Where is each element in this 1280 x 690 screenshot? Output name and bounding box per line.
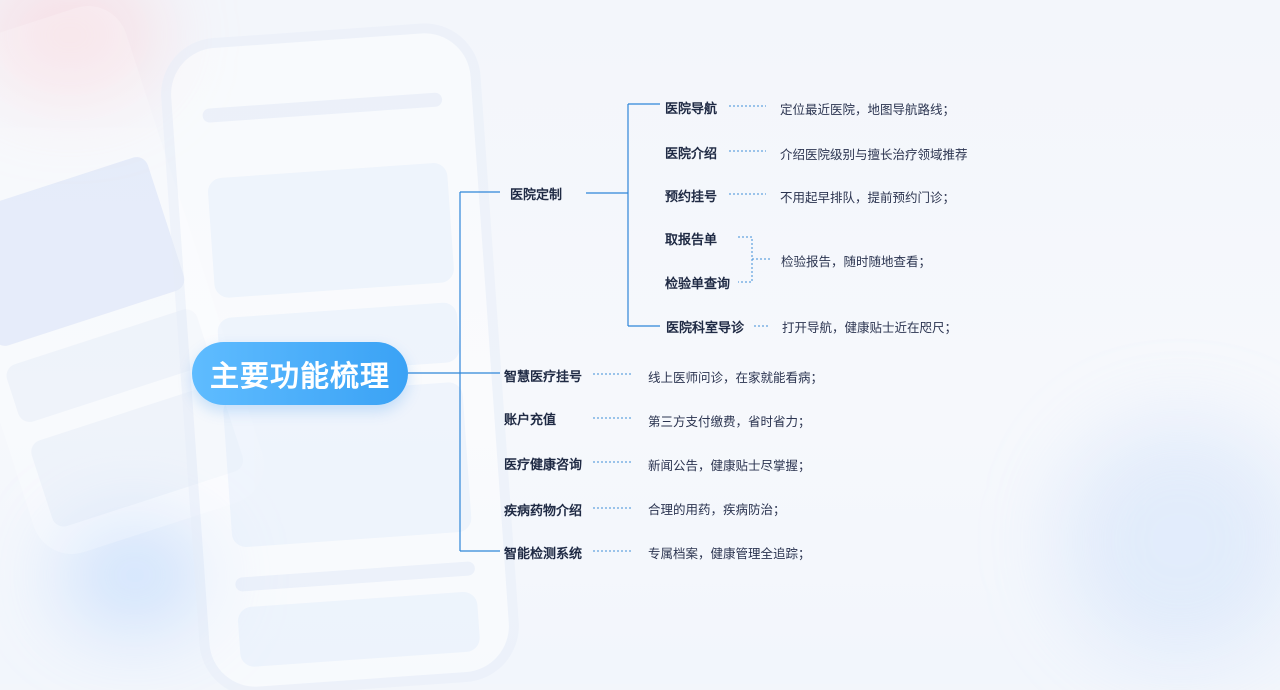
desc-dept-guide: 打开导航，健康贴士近在咫尺； [782, 320, 958, 335]
node-lab-query: 检验单查询 [665, 277, 731, 292]
desc-smart-registration: 线上医师问诊，在家就能看病； [648, 370, 824, 385]
node-hospital-intro: 医院介绍 [665, 147, 718, 162]
node-account-recharge: 账户充值 [504, 413, 557, 428]
node-hospital-nav: 医院导航 [665, 102, 718, 117]
blue-glow [60, 520, 210, 630]
node-smart-detection: 智能检测系统 [504, 547, 583, 562]
node-smart-registration: 智慧医疗挂号 [504, 370, 583, 385]
node-get-report: 取报告单 [665, 233, 718, 248]
node-health-consult: 医疗健康咨询 [504, 458, 583, 473]
desc-report-group: 检验报告，随时随地查看； [781, 254, 932, 269]
desc-health-consult: 新闻公告，健康贴士尽掌握； [648, 458, 811, 473]
desc-disease-drug: 合理的用药，疾病防治； [648, 502, 786, 517]
node-appointment: 预约挂号 [665, 190, 718, 205]
root-node: 主要功能梳理 [192, 342, 408, 405]
desc-hospital-intro: 介绍医院级别与擅长治疗领域推荐 [780, 147, 968, 162]
node-dept-guide: 医院科室导诊 [666, 321, 745, 336]
desc-smart-detection: 专属档案，健康管理全追踪； [648, 546, 811, 561]
node-hospital-custom: 医院定制 [510, 188, 563, 203]
desc-hospital-nav: 定位最近医院，地图导航路线； [780, 102, 956, 117]
dots-report-bracket [738, 236, 753, 283]
root-label: 主要功能梳理 [209, 358, 390, 393]
blue-glow-right [1060, 420, 1280, 660]
node-disease-drug: 疾病药物介绍 [504, 504, 583, 519]
desc-appointment: 不用起早排队，提前预约门诊； [780, 190, 956, 205]
desc-account-recharge: 第三方支付缴费，省时省力； [648, 414, 811, 429]
